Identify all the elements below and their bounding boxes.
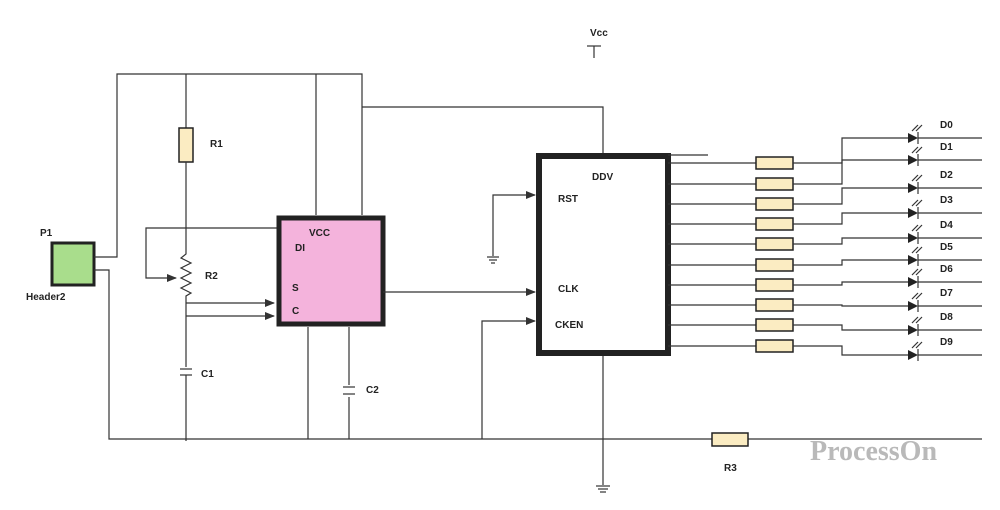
led-label: D9 (940, 337, 953, 348)
led-label: D5 (940, 242, 953, 253)
led-wire (793, 259, 908, 266)
led-label: D3 (940, 195, 953, 206)
ic1-pin-c: C (292, 306, 299, 317)
wires-top (94, 73, 604, 258)
vcc-symbol (587, 45, 601, 58)
led-diode (908, 246, 982, 266)
led-diode (908, 316, 982, 336)
led-diode (908, 146, 982, 166)
ic1-pin-di: DI (295, 243, 305, 254)
led-wire (793, 159, 908, 185)
led-label: D8 (940, 312, 953, 323)
ic2-pin-rst: RST (558, 194, 578, 205)
output-resistor (755, 197, 794, 211)
ic2-ground (596, 356, 610, 493)
capacitor-c2 (343, 386, 355, 395)
header-name-label: Header2 (26, 292, 66, 303)
r1-label: R1 (210, 139, 223, 150)
resistor-r3 (711, 432, 749, 447)
led-diode (908, 124, 982, 144)
potentiometer-r2 (145, 227, 286, 300)
rst-ground (487, 191, 536, 264)
capacitor-c1 (180, 368, 192, 441)
wires-bottom (94, 269, 982, 440)
output-resistor (755, 318, 794, 332)
header-p1 (50, 241, 96, 287)
ic2-pin-ddv: DDV (592, 172, 613, 183)
led-diode (908, 174, 982, 194)
vcc-label: Vcc (590, 28, 608, 39)
ic2-pin-clk: CLK (558, 284, 579, 295)
led-wire (793, 237, 908, 245)
led-label: D6 (940, 264, 953, 275)
c1-label: C1 (201, 369, 214, 380)
led-wire (793, 137, 908, 164)
ic2-chip (536, 153, 671, 356)
led-label: D7 (940, 288, 953, 299)
output-array (668, 137, 908, 356)
output-resistor (755, 339, 794, 353)
watermark: ProcessOn (810, 436, 937, 467)
led-label: D4 (940, 220, 953, 231)
ic1-pin-s: S (292, 283, 299, 294)
led-wire (793, 304, 908, 307)
led-wire (793, 345, 908, 356)
resistor-r1 (178, 127, 194, 163)
r2-label: R2 (205, 271, 218, 282)
output-resistor (755, 298, 794, 312)
header-ref-label: P1 (40, 228, 53, 239)
led-diode (908, 268, 982, 288)
led-diode (908, 292, 982, 312)
led-wire (793, 187, 908, 205)
ic1-pin-vcc: VCC (309, 228, 330, 239)
led-wire (793, 212, 908, 225)
led-diode (908, 224, 982, 244)
ic2-pin-cken: CKEN (555, 320, 583, 331)
ic1-chip (276, 215, 386, 327)
led-diode (908, 199, 982, 219)
r3-label: R3 (724, 463, 737, 474)
output-resistor (755, 156, 794, 170)
output-resistor (755, 258, 794, 272)
led-wire (793, 324, 908, 331)
led-diode (908, 341, 982, 361)
output-resistor (755, 278, 794, 292)
led-wire (793, 281, 908, 286)
output-resistor (755, 177, 794, 191)
led-label: D0 (940, 120, 953, 131)
led-label: D2 (940, 170, 953, 181)
output-resistor (755, 217, 794, 231)
c2-label: C2 (366, 385, 379, 396)
led-label: D1 (940, 142, 953, 153)
output-resistor (755, 237, 794, 251)
